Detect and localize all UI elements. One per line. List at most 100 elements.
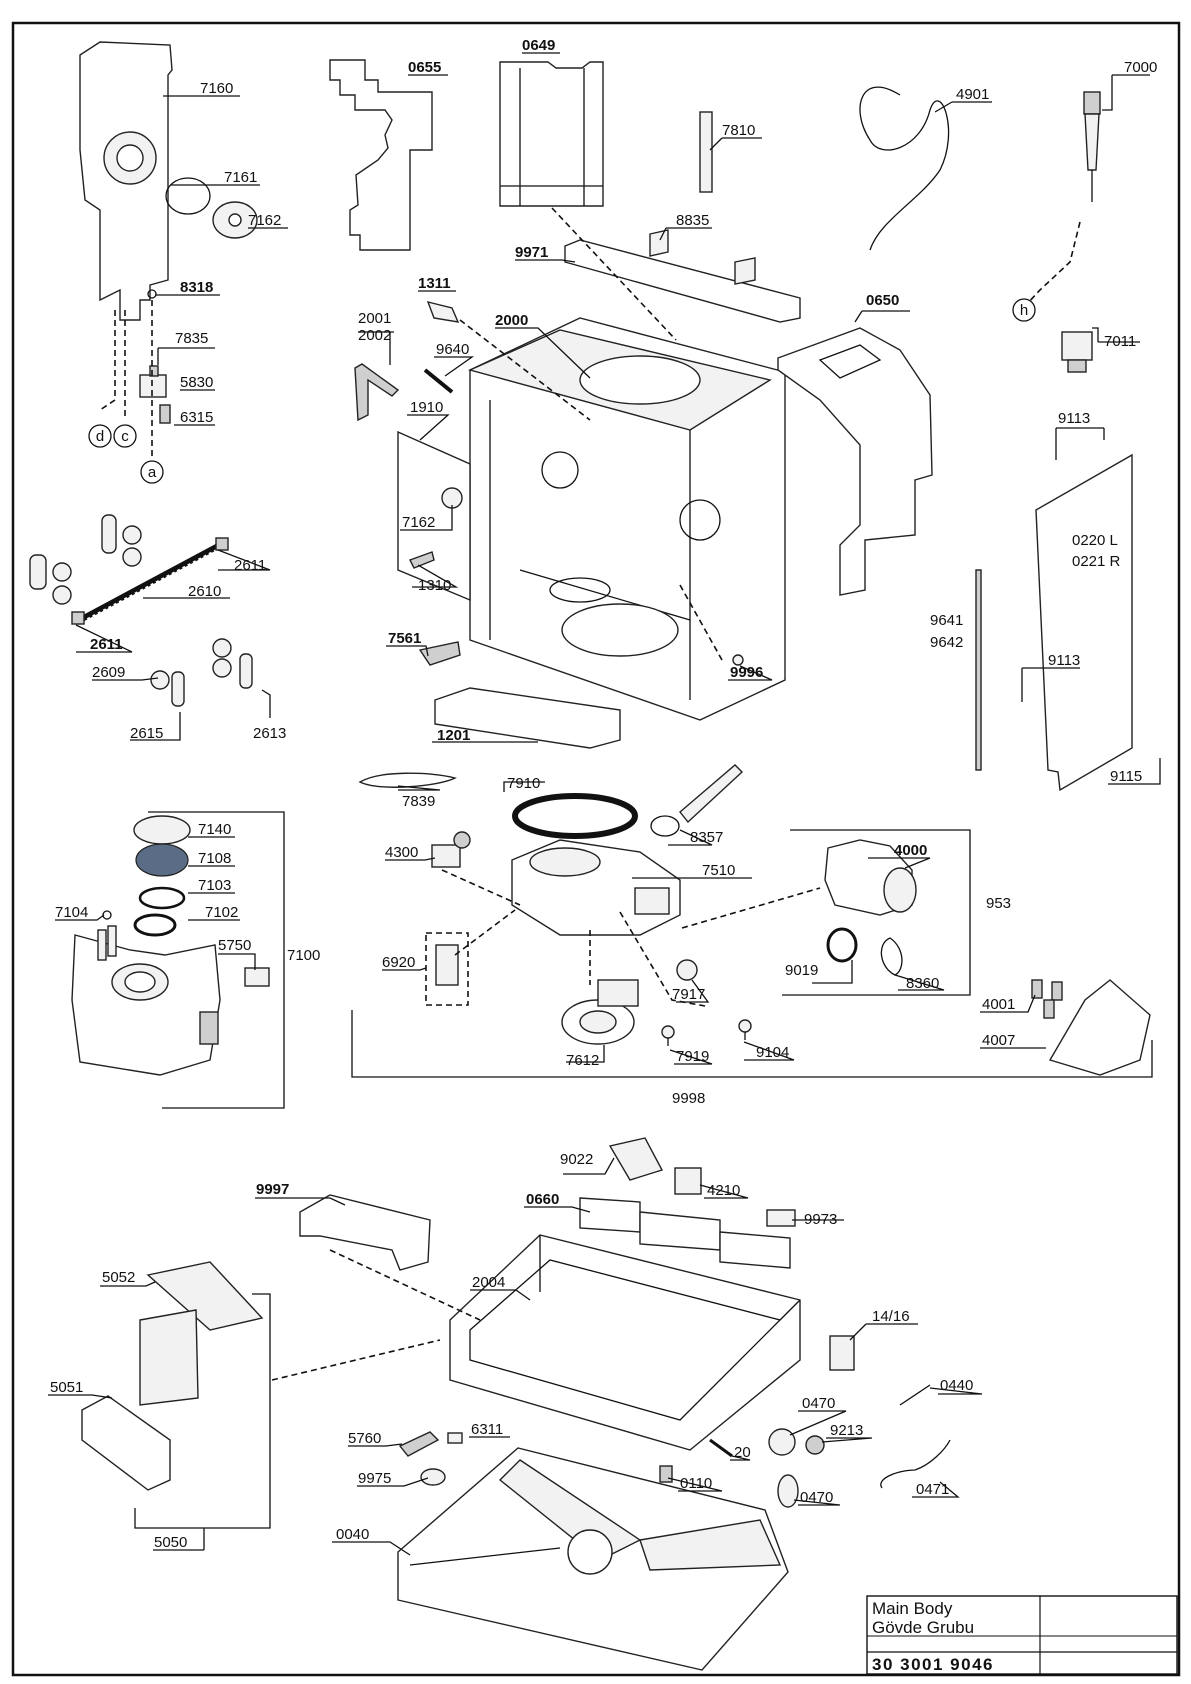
part-2000-tub: [467, 317, 786, 721]
label-5052: 5052: [102, 1269, 135, 1286]
part-illustrations: [29, 41, 1151, 1671]
part-9997-cover: [299, 1194, 431, 1271]
label-6920: 6920: [382, 954, 415, 971]
part-0220-side-panel: [1035, 453, 1133, 792]
part-5750-sensor: [244, 967, 270, 987]
label-9115: 9115: [1110, 768, 1142, 785]
label-7104: 7104: [55, 904, 88, 921]
part-7162-plate: [212, 201, 258, 239]
title-block: Main Body Gövde Grubu 30 3001 9046: [866, 1595, 1178, 1675]
label-7910: 7910: [507, 775, 540, 792]
bracket-7100: [148, 811, 285, 1109]
label-7510: 7510: [702, 862, 735, 879]
part-7839-gasket: [358, 772, 457, 788]
label-2611-b: 2611: [90, 636, 123, 653]
part-0040-base-tray: [397, 1447, 789, 1671]
label-7810: 7810: [722, 122, 755, 139]
label-1416: 14/16: [872, 1308, 910, 1325]
part-9971-rail: [564, 239, 801, 323]
label-9997: 9997: [256, 1181, 289, 1198]
label-953: 953: [986, 895, 1011, 912]
part-7104-oring: [102, 910, 112, 920]
part-7140-lid: [133, 815, 191, 845]
label-0110: 0110: [680, 1475, 712, 1492]
part-5760-latch: [398, 1431, 440, 1457]
part-7917-disc: [676, 959, 698, 981]
part-9022-board: [608, 1137, 664, 1181]
label-2613: 2613: [253, 725, 286, 742]
label-9019: 9019: [785, 962, 818, 979]
reference-markers: d c a h: [88, 298, 1036, 484]
part-9641-rod: [975, 569, 982, 771]
part-7510-sump: [511, 839, 681, 936]
label-7103: 7103: [198, 877, 231, 894]
part-7561-hook: [418, 641, 461, 666]
label-7162-a: 7162: [248, 212, 281, 229]
part-7160-side-tank: [79, 41, 173, 321]
marker-a: a: [148, 464, 157, 481]
label-9996: 9996: [730, 664, 763, 681]
part-6920-box: [425, 932, 469, 1006]
part-8835-clip-a: [649, 229, 669, 257]
part-6315-clip: [159, 404, 171, 424]
label-7160: 7160: [200, 80, 233, 97]
label-0040: 0040: [336, 1526, 369, 1543]
label-9022: 9022: [560, 1151, 593, 1168]
title-name-en: Main Body: [872, 1599, 953, 1618]
part-8835-clip-b: [734, 257, 756, 285]
part-9975-float: [420, 1468, 446, 1486]
part-7810-hose: [699, 111, 713, 193]
label-7108: 7108: [198, 850, 231, 867]
part-4300-dispenser: [431, 831, 471, 868]
label-0470-b: 0470: [800, 1489, 833, 1506]
label-8360: 8360: [906, 975, 939, 992]
part-2001-handle: [354, 363, 400, 422]
label-1910: 1910: [410, 399, 443, 416]
part-0470-wheel-b: [777, 1474, 799, 1508]
label-4000: 4000: [894, 842, 927, 859]
label-2610: 2610: [188, 583, 221, 600]
part-2611-feet: [29, 514, 253, 707]
label-4901: 4901: [956, 86, 989, 103]
part-0440-spring: [899, 1384, 931, 1406]
label-1310: 1310: [418, 577, 451, 594]
part-9973-clip: [766, 1209, 796, 1227]
part-1201-rail: [434, 687, 621, 749]
label-7011: 7011: [1104, 333, 1136, 350]
part-4000-heat-pump: [824, 839, 917, 916]
part-4210-switch: [674, 1167, 702, 1195]
part-20-strip: [709, 1438, 733, 1458]
label-6311: 6311: [471, 1421, 503, 1438]
label-5760: 5760: [348, 1430, 381, 1447]
label-2615: 2615: [130, 725, 163, 742]
label-5750: 5750: [218, 937, 251, 954]
label-9213: 9213: [830, 1422, 863, 1439]
drawing-number: 30 3001 9046: [872, 1655, 994, 1674]
label-7000: 7000: [1124, 59, 1157, 76]
leader-lines: [48, 52, 1161, 1556]
label-2002: 2002: [358, 327, 391, 344]
label-9998: 9998: [672, 1090, 705, 1107]
label-6315: 6315: [180, 409, 213, 426]
label-7839: 7839: [402, 793, 435, 810]
label-7162-b: 7162: [402, 514, 435, 531]
part-8357-hose: [679, 764, 744, 824]
marker-d-circle: [88, 424, 112, 448]
label-7100: 7100: [287, 947, 320, 964]
label-9971: 9971: [515, 244, 548, 261]
part-1311-hinge: [426, 300, 460, 323]
title-name-tr: Gövde Grubu: [872, 1618, 974, 1637]
part-7011-valve: [1061, 331, 1093, 373]
part-7000-inlet-hose: [1083, 91, 1101, 202]
label-0660: 0660: [526, 1191, 559, 1208]
label-20: 20: [734, 1444, 751, 1461]
label-9975: 9975: [358, 1470, 391, 1487]
part-0655-insulation: [329, 59, 433, 251]
part-9104-screw: [738, 1019, 752, 1040]
label-2609: 2609: [92, 664, 125, 681]
label-4300: 4300: [385, 844, 418, 861]
label-9642: 9642: [930, 634, 963, 651]
part-8318-oring: [147, 289, 157, 299]
part-2004-base-frame: [449, 1234, 801, 1451]
